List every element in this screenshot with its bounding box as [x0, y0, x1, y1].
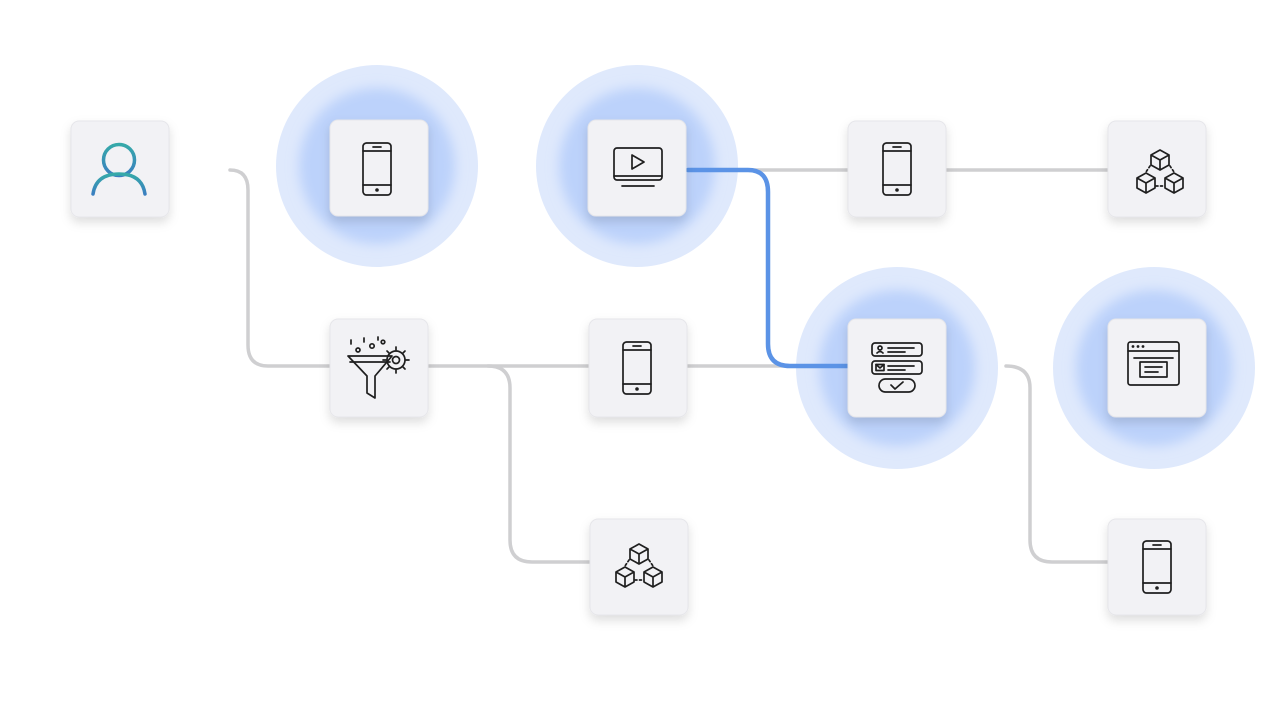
smartphone-icon — [362, 142, 392, 196]
node-card — [70, 120, 170, 218]
smartphone-icon — [1142, 540, 1172, 594]
connector-n3-n8 — [685, 167, 851, 369]
node-form[interactable] — [847, 318, 947, 418]
node-card — [329, 119, 429, 217]
node-card — [847, 120, 947, 218]
node-mobile-1[interactable] — [329, 119, 429, 217]
node-card — [847, 318, 947, 418]
node-video[interactable] — [587, 119, 687, 217]
node-user[interactable] — [70, 120, 170, 218]
node-card — [329, 318, 429, 418]
smartphone-icon — [882, 142, 912, 196]
node-card — [1107, 318, 1207, 418]
node-mobile-4[interactable] — [1107, 518, 1207, 616]
node-card — [588, 318, 688, 418]
node-mobile-3[interactable] — [588, 318, 688, 418]
node-funnel[interactable] — [329, 318, 429, 418]
connector-n6-n10 — [486, 364, 594, 564]
node-cubes-2[interactable] — [589, 518, 689, 616]
node-browser[interactable] — [1107, 318, 1207, 418]
video-screen-icon — [613, 147, 663, 187]
node-card — [589, 518, 689, 616]
node-mobile-2[interactable] — [847, 120, 947, 218]
highlighted-path — [167, 167, 1111, 369]
browser-window-icon — [1127, 341, 1180, 386]
cubes-network-icon — [615, 543, 663, 588]
smartphone-icon — [622, 341, 652, 395]
connector-n1-n6 — [228, 168, 334, 368]
node-cubes-1[interactable] — [1107, 120, 1207, 218]
form-icon — [871, 342, 923, 393]
cubes-network-icon — [1136, 149, 1184, 194]
nodes — [70, 119, 1207, 616]
node-card — [1107, 518, 1207, 616]
funnel-gear-icon — [347, 336, 410, 399]
user-icon — [91, 142, 147, 196]
connector-n8-n11 — [1004, 364, 1112, 564]
node-card — [587, 119, 687, 217]
